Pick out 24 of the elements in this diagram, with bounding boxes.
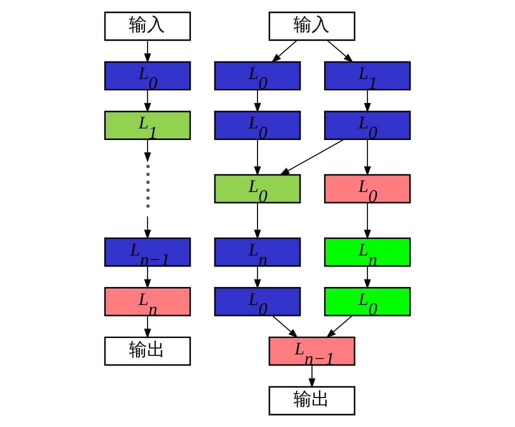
arrow <box>308 364 316 388</box>
arrow <box>144 138 152 162</box>
arrow <box>364 266 371 290</box>
arrow <box>144 315 152 339</box>
arrow <box>271 40 298 63</box>
node-box: 输出 <box>104 336 191 366</box>
arrow <box>364 89 371 113</box>
arrow <box>254 89 261 113</box>
arrow <box>254 138 261 176</box>
arrow <box>364 138 371 176</box>
node-box: 输入 <box>104 12 191 41</box>
node-box: 输入 <box>268 12 356 41</box>
arrow <box>144 89 152 113</box>
arrow <box>326 40 354 63</box>
arrow <box>254 266 261 290</box>
arrow <box>272 315 298 338</box>
arrow <box>144 40 152 64</box>
arrow <box>144 216 152 240</box>
arrow <box>254 202 261 240</box>
arrow <box>144 266 152 290</box>
arrow <box>326 315 353 338</box>
arrow <box>364 202 371 240</box>
node-box: 输出 <box>268 386 356 416</box>
arrow <box>279 138 345 176</box>
